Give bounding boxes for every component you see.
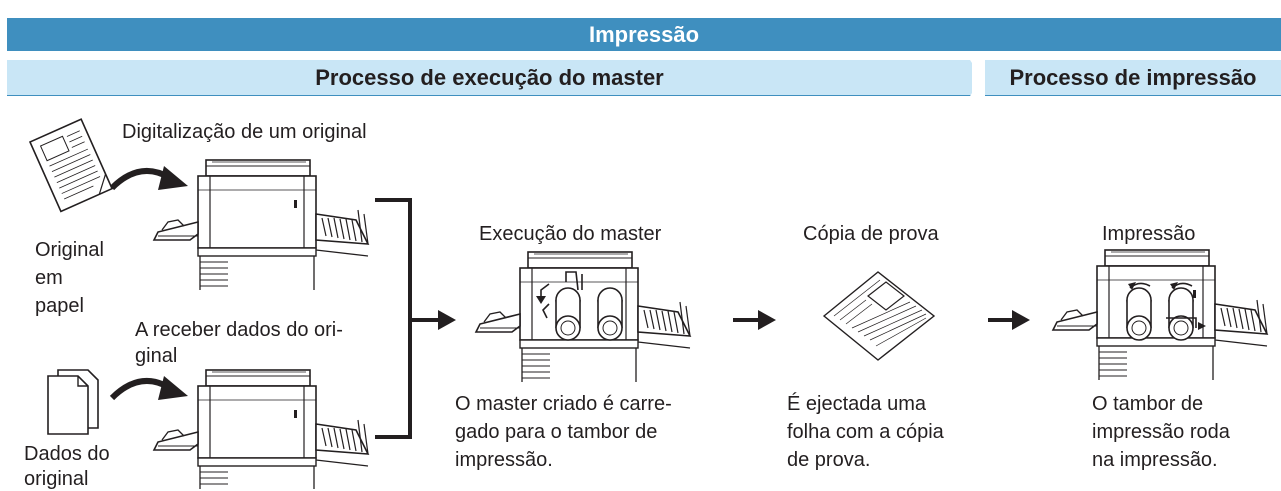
step-proof-desc-3: de prova. [787,449,871,471]
proof-copy-icon [822,271,936,361]
step-master-desc-3: impressão. [455,449,553,471]
step-master-title: Execução do master [479,223,662,245]
data-original-icon [47,369,99,435]
master-machine [475,251,691,383]
paper-original-label-1: Original [35,239,104,261]
step-master-desc-2: gado para o tambor de [455,421,658,443]
receive-title-2: ginal [135,345,178,367]
paper-original-label-3: papel [35,295,84,317]
step-printing-title: Impressão [1102,223,1196,245]
paper-original-label-2: em [35,267,63,289]
data-original-label-1: Dados do [24,443,110,465]
arrow-right-icon [438,310,456,330]
arrow-receive [109,376,188,401]
step-proof-title: Cópia de prova [803,223,939,245]
scanner-machine-top [153,159,369,291]
scanner-machine-bottom [153,369,369,489]
merge-bracket [375,198,412,439]
subheader-master-process: Processo de execução do master [7,60,972,96]
scan-title: Digitalização de um original [122,121,367,143]
header-title: Impressão [7,18,1281,51]
step-printing-desc-2: impressão roda [1092,421,1230,443]
step-printing-desc-3: na impressão. [1092,449,1218,471]
paper-original-icon [28,118,114,213]
arrow-scan [109,166,188,191]
data-original-label-2: original [24,468,89,490]
printing-machine [1052,249,1268,381]
receive-title-1: A receber dados do ori- [135,319,343,341]
step-proof-desc-2: folha com a cópia [787,421,944,443]
arrow-right-icon [758,310,776,330]
step-proof-desc-1: É ejectada uma [787,393,926,415]
arrow-right-icon [1012,310,1030,330]
step-printing-desc-1: O tambor de [1092,393,1204,415]
step-master-desc-1: O master criado é carre- [455,393,672,415]
subheader-print-process: Processo de impressão [985,60,1281,96]
